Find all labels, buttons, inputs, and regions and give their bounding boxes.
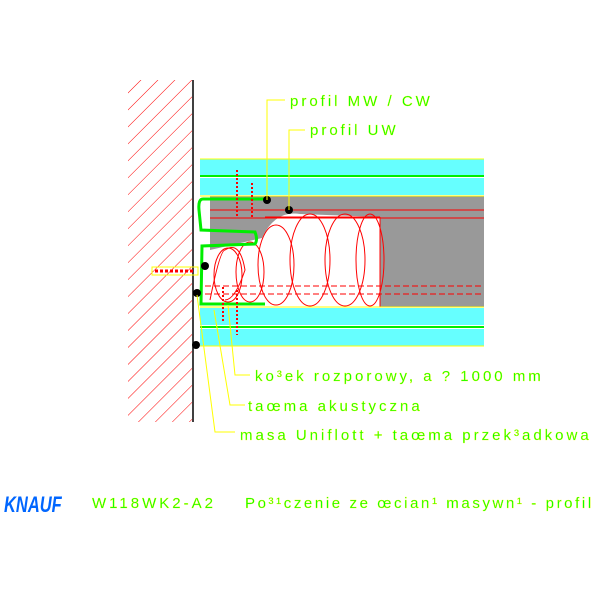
uw-profile xyxy=(197,197,270,306)
anchor-dowel xyxy=(151,266,199,276)
label-anchor: ko³ek rozporowy, a ? 1000 mm xyxy=(255,368,544,385)
drawing-code: W118WK2-A2 xyxy=(92,495,216,512)
label-profile-mw-cw: profil MW / CW xyxy=(290,93,433,110)
label-profile-uw: profil UW xyxy=(310,122,399,139)
bottom-boards xyxy=(200,306,484,347)
mineral-wool-insulation xyxy=(205,213,484,307)
knauf-logo: KNAUF xyxy=(4,493,63,518)
label-acoustic-tape: taœma akustyczna xyxy=(248,398,423,415)
label-joint: masa Uniflott + taœma przek³adkowa xyxy=(240,427,592,444)
screws xyxy=(222,170,253,335)
drawing-title: Po³¹czenie ze œcian¹ masywn¹ - profil MW xyxy=(245,495,600,512)
top-boards xyxy=(200,158,484,197)
masonry-wall xyxy=(128,80,192,422)
leader-lines xyxy=(196,99,305,433)
